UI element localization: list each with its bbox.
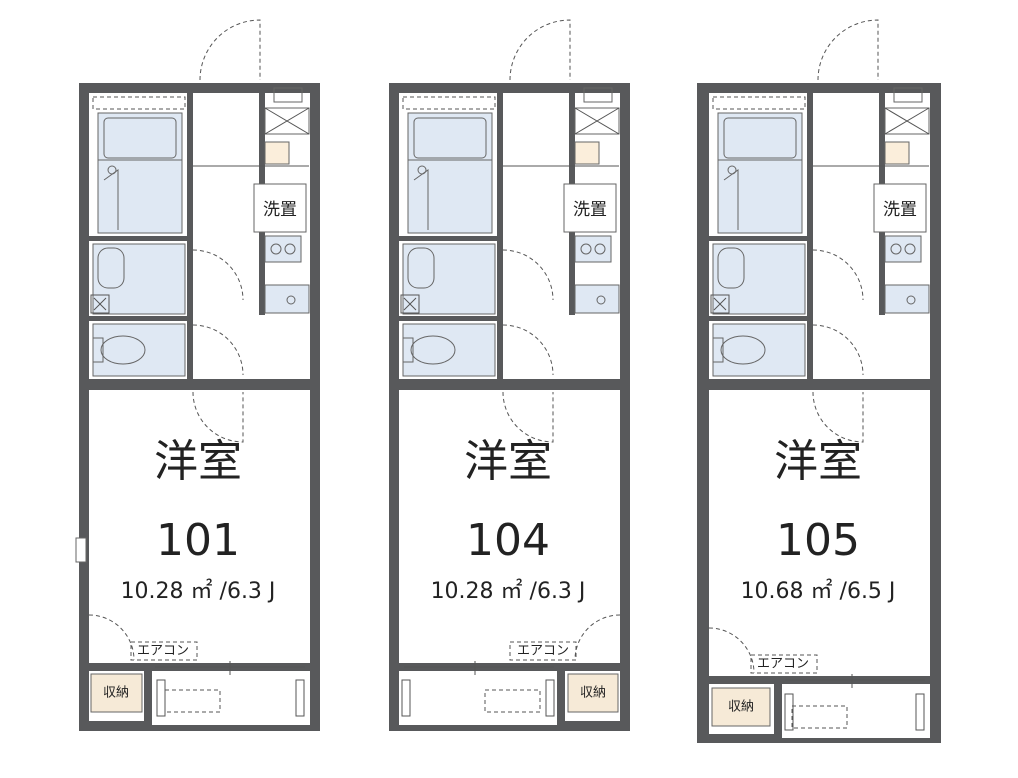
washer-space — [873, 183, 927, 233]
washer-label: 洗置 — [883, 200, 917, 220]
unit-101-plan: 洗置 エアコン 収納 洋室 101 10.28 ㎡ /6.3 — [75, 19, 320, 731]
unit-101-western-room — [89, 390, 310, 663]
unit-105-plan: 洗置 エアコン 収納 洋室 105 10.68 ㎡ /6.5 J — [697, 19, 941, 743]
storage-closet — [711, 687, 771, 727]
entrance-door — [509, 19, 571, 81]
storage-label: 収納 — [103, 686, 129, 701]
room-area: 10.68 ㎡ /6.5 J — [741, 578, 896, 604]
washer-label: 洗置 — [263, 200, 297, 220]
toilet — [92, 323, 186, 377]
storage-label: 収納 — [728, 700, 754, 715]
washer-label: 洗置 — [573, 200, 607, 220]
unit-104-plan: 洗置 エアコン 収納 洋室 104 10.28 ㎡ /6.3 J — [389, 19, 630, 731]
storage-label: 収納 — [580, 686, 606, 701]
room-area: 10.28 ㎡ /6.3 J — [121, 578, 276, 604]
aircon-label: エアコン — [757, 657, 809, 672]
entrance-door — [199, 19, 261, 81]
room-label: 洋室 — [154, 436, 242, 487]
toilet — [712, 323, 806, 377]
aircon-label: エアコン — [517, 644, 569, 659]
storage-closet — [90, 673, 143, 713]
room-area: 10.28 ㎡ /6.3 J — [431, 578, 586, 604]
room-door — [812, 391, 864, 443]
storage-closet — [567, 673, 619, 713]
washbasin — [712, 243, 806, 315]
washbasin — [402, 243, 496, 315]
unit-number: 105 — [776, 515, 860, 566]
stove — [264, 235, 302, 263]
entrance-door — [817, 19, 879, 81]
room-label: 洋室 — [464, 436, 552, 487]
stove — [574, 235, 612, 263]
unit-number: 104 — [466, 515, 550, 566]
bathtub — [717, 112, 803, 234]
room-door — [192, 391, 244, 443]
unit-number: 101 — [156, 515, 240, 566]
room-label: 洋室 — [774, 436, 862, 487]
toilet — [402, 323, 496, 377]
room-door — [502, 391, 554, 443]
washer-space — [563, 183, 617, 233]
washbasin — [92, 243, 186, 315]
bathtub — [407, 112, 493, 234]
aircon-label: エアコン — [137, 644, 189, 659]
stove — [884, 235, 922, 263]
kitchen-sink — [264, 284, 310, 314]
bathtub — [97, 112, 183, 234]
unit-101-balcony — [152, 671, 310, 725]
washer-space — [253, 183, 307, 233]
